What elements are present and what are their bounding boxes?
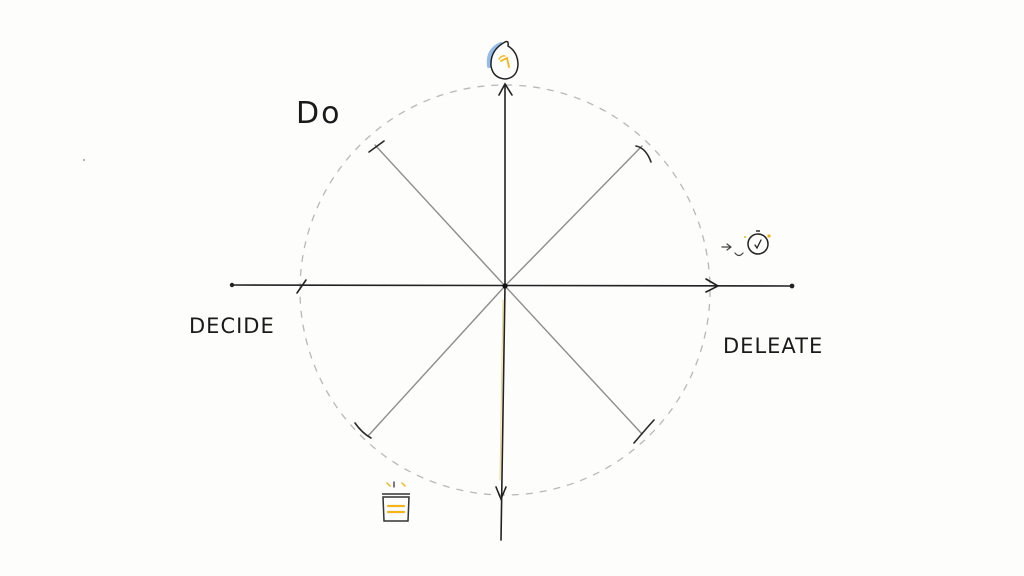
vertical-axis-highlight xyxy=(499,299,504,481)
lightbulb-icon xyxy=(486,40,519,80)
horizontal-arrowhead xyxy=(705,278,720,293)
horizontal-axis-line xyxy=(231,284,793,287)
stopwatch-icon xyxy=(721,230,771,257)
tick-upper-right xyxy=(635,145,652,163)
diagonal-end-ticks xyxy=(354,140,655,444)
horizontal-axis-end-dot xyxy=(789,283,795,289)
vertical-axis xyxy=(495,82,513,541)
diagonal-line-upper-right xyxy=(504,145,643,287)
tick-upper-left xyxy=(368,140,385,153)
tick-lower-right xyxy=(633,419,655,444)
horizontal-left-tick xyxy=(296,279,307,294)
horizontal-axis xyxy=(229,278,795,294)
stray-dot xyxy=(83,159,85,161)
diagonal-line-upper-left xyxy=(374,144,506,287)
diagonal-line-lower-right xyxy=(504,285,643,435)
vertical-top-arrowhead xyxy=(498,82,513,96)
trash-can-icon xyxy=(382,481,410,522)
center-point xyxy=(502,283,508,289)
tick-lower-left xyxy=(354,422,372,439)
label-delegate: DELEATE xyxy=(723,334,824,358)
label-decide: DECIDE xyxy=(189,314,275,338)
label-do: Do xyxy=(296,96,342,131)
diagonal-lines xyxy=(367,144,643,437)
horizontal-axis-start-dot xyxy=(229,282,235,288)
vertical-bottom-arrowhead xyxy=(495,486,507,502)
diagonal-line-lower-left xyxy=(367,285,506,437)
